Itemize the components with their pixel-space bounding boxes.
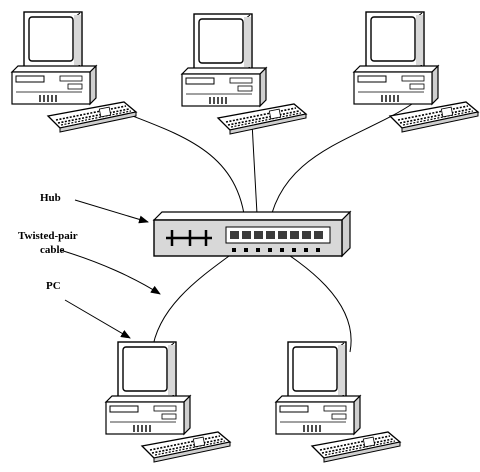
cable-bottom-right [271, 243, 352, 353]
computer-icon-top-center [181, 13, 307, 135]
label-arrows [59, 199, 161, 339]
pc-label: PC [46, 280, 61, 292]
hub-label: Hub [40, 192, 61, 204]
cable-top-left [111, 107, 247, 233]
cable-bottom-left [151, 243, 246, 353]
hub-icon [152, 210, 352, 258]
computer-icon-bottom-right [275, 341, 401, 463]
pc-pointer-arrow [64, 299, 131, 339]
cable-label-line2: cable [40, 244, 65, 256]
cable-pointer-arrow [59, 249, 161, 295]
cable-label-line1: Twisted-pair [18, 230, 78, 242]
computer-icon-bottom-left [105, 341, 231, 463]
computer-icon-top-left [11, 11, 137, 133]
computer-icon-top-right [353, 11, 479, 133]
hub-pointer-arrow [74, 199, 149, 224]
